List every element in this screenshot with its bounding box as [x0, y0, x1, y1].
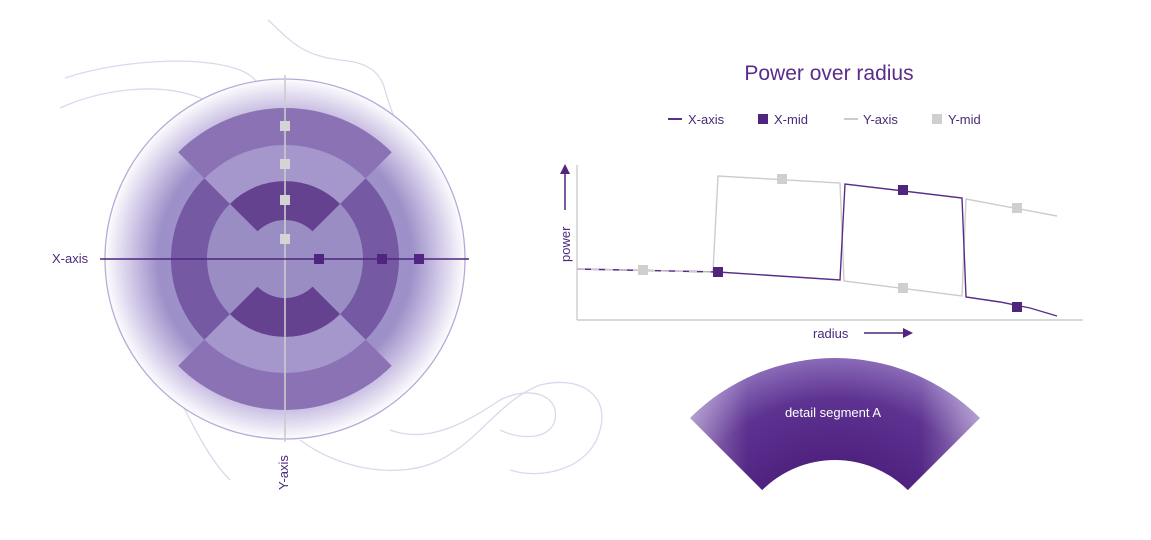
y-mid-point: [638, 265, 648, 275]
decor-curve: [59, 88, 206, 109]
legend-y-axis-label: Y-axis: [863, 112, 898, 127]
x-mid-point: [1012, 302, 1022, 312]
decor-curve: [389, 392, 557, 438]
y-mid-marker: [280, 195, 290, 205]
legend-x-axis-label: X-axis: [688, 112, 725, 127]
legend-x-mid-label: X-mid: [774, 112, 808, 127]
y-mid-marker: [280, 121, 290, 131]
chart-xlabel: radius: [813, 326, 849, 341]
x-mid-point: [713, 267, 723, 277]
y-mid-point: [898, 283, 908, 293]
x-mid-marker: [377, 254, 387, 264]
ylabel-arrowhead: [560, 164, 570, 174]
overlap-dash: [576, 268, 714, 273]
xlabel-arrowhead: [903, 328, 913, 338]
x-axis-label: X-axis: [52, 251, 89, 266]
x-mid-marker: [314, 254, 324, 264]
radial-zone-diagram: X-axis Y-axis: [52, 75, 469, 490]
legend: X-axis X-mid Y-axis Y-mid: [668, 112, 981, 127]
chart-title: Power over radius: [744, 62, 913, 85]
legend-x-mid-swatch: [758, 114, 768, 124]
decor-curve: [299, 381, 603, 475]
x-mid-point: [898, 185, 908, 195]
x-axis-series-line: [576, 183, 1058, 317]
detail-segment-edge-shade: [690, 357, 980, 491]
detail-segment-label: detail segment A: [785, 405, 881, 420]
y-mid-point: [777, 174, 787, 184]
detail-segment: detail segment A: [690, 357, 980, 491]
y-mid-marker: [280, 159, 290, 169]
chart-ylabel: power: [558, 226, 573, 262]
y-mid-point: [1012, 203, 1022, 213]
legend-y-mid-label: Y-mid: [948, 112, 981, 127]
power-chart: Power over radius X-axis X-mid Y-axis Y-…: [558, 62, 1083, 341]
legend-y-mid-swatch: [932, 114, 942, 124]
y-axis-label: Y-axis: [276, 455, 291, 490]
y-mid-marker: [280, 234, 290, 244]
x-mid-marker: [414, 254, 424, 264]
